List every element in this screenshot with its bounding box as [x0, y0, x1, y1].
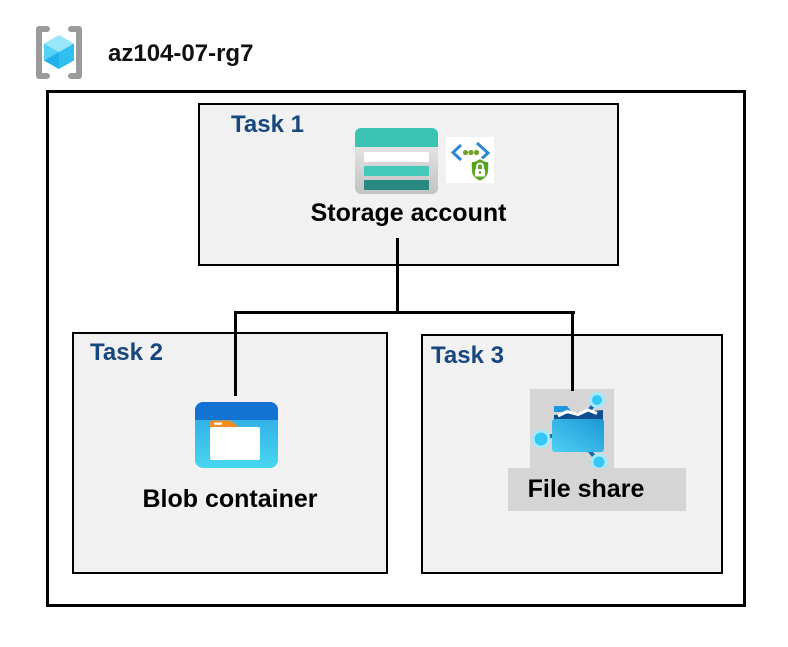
blob-container-icon [195, 402, 278, 468]
connector-branch-horizontal [234, 311, 575, 314]
resource-group-icon [36, 26, 82, 79]
connector-storage-trunk [396, 238, 399, 313]
sas-security-icon [446, 137, 494, 183]
task1-box: Task 1 Storage [198, 103, 619, 266]
connector-to-fileshare [571, 311, 574, 391]
file-share-label: File share [527, 475, 645, 503]
resource-group-name: az104-07-rg7 [108, 40, 254, 67]
task1-label: Task 1 [231, 111, 304, 138]
task3-label: Task 3 [431, 342, 504, 369]
blob-container-label: Blob container [142, 485, 318, 513]
file-share-label-bar: File share [508, 468, 686, 511]
task2-label: Task 2 [90, 339, 163, 366]
storage-account-label: Storage account [310, 199, 507, 227]
connector-to-blob [234, 311, 237, 396]
task2-box: Task 2 Blob container [72, 332, 388, 574]
file-share-icon [530, 389, 614, 473]
storage-account-icon [355, 128, 438, 194]
